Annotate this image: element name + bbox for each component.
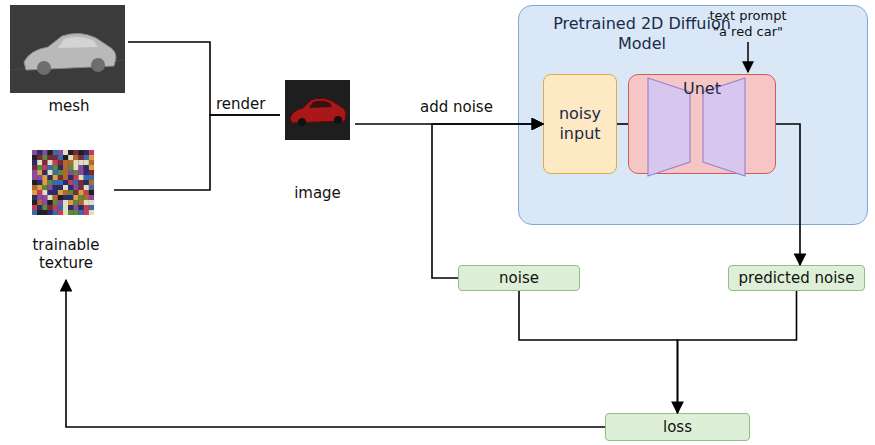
node-text: Pretrained 2D Diffuion Model [547,14,737,54]
prompt-arrow [747,42,749,72]
edge-label: render [216,95,266,113]
node-text: Unet [629,79,775,99]
connector [66,280,605,427]
node-text: predicted noise [739,269,855,287]
prompt-label: "a red car" [693,24,803,39]
mesh-render [10,5,125,93]
mesh-node: mesh [10,5,128,117]
edge-label: add noise [420,98,493,116]
model-group: Pretrained 2D Diffuion Model noisy input U… [518,5,868,225]
node-text: image [280,184,355,202]
connector [519,291,678,413]
prompt-label: text prompt [693,8,803,23]
noise-box: noise [458,265,580,291]
loss-box: loss [605,413,750,441]
node-text: trainable texture [18,236,114,272]
connector [114,115,280,190]
prediction-box: predicted noise [728,265,865,291]
texture-node: trainable texture [18,148,114,280]
node-text: noise [499,269,539,287]
image-node: image [280,78,355,206]
input-box: noisy input [543,74,617,174]
rendered-car [285,80,350,140]
node-text: noisy input [544,104,616,144]
node-text: mesh [10,97,128,115]
texture-image [32,150,94,215]
connector [128,42,280,115]
connector [617,123,628,125]
node-text: loss [663,418,692,436]
connector [678,291,797,413]
